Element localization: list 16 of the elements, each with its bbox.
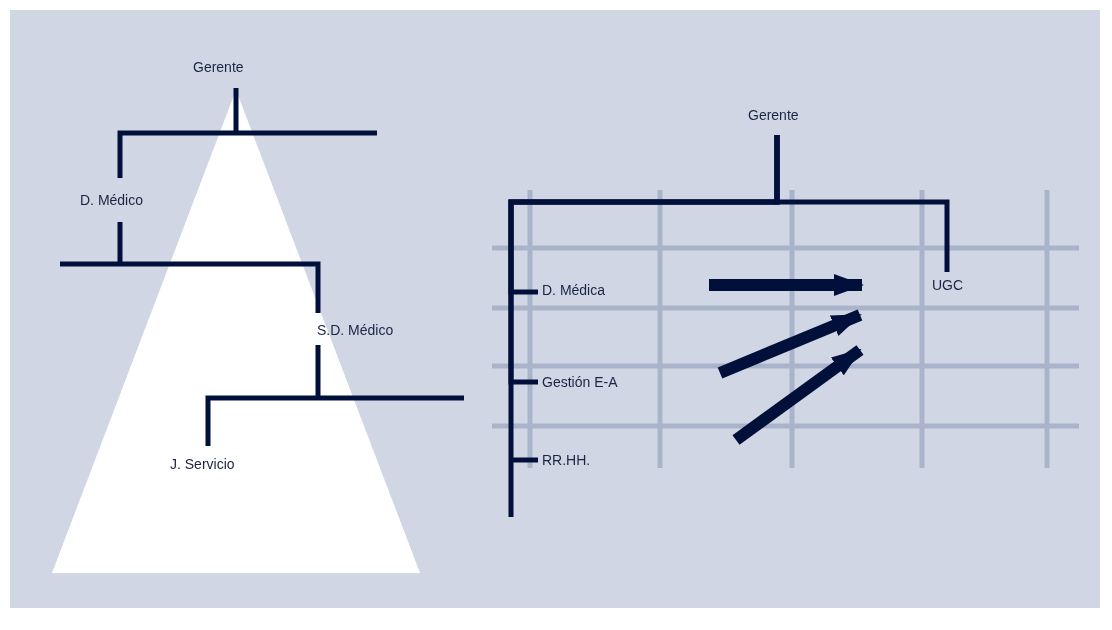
position-label: D. Médico <box>80 191 144 209</box>
arrow <box>732 345 864 445</box>
org-chart-line <box>117 85 380 181</box>
position-label: UGC <box>932 276 964 294</box>
position-label: RR.HH. <box>542 451 591 469</box>
org-chart-line <box>205 342 467 449</box>
org-chart-line <box>57 219 321 316</box>
arrow <box>717 309 863 379</box>
position-label: J. Servicio <box>170 455 235 473</box>
arrow <box>709 274 864 296</box>
position-label: D. Médica <box>542 281 606 299</box>
position-label: S.D. Médico <box>317 321 394 339</box>
position-label: Gestión E-A <box>542 373 618 391</box>
position-label: Gerente <box>193 58 244 76</box>
position-label: Gerente <box>748 106 799 124</box>
org-chart-line <box>774 135 950 272</box>
